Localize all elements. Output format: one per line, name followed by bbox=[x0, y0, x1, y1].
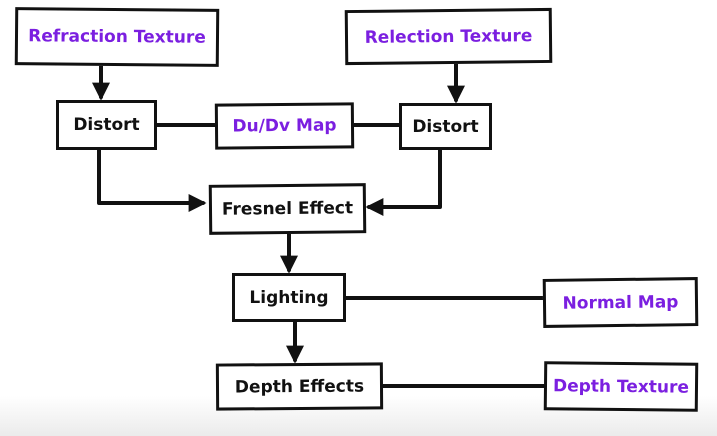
distort-right-box: Distort bbox=[399, 103, 492, 150]
depth-texture-box: Depth Texture bbox=[543, 361, 699, 412]
normal-map-box: Normal Map bbox=[542, 277, 699, 328]
arrow-distort-right-to-fresnel bbox=[365, 148, 442, 216]
reflection-texture-box: Relection Texture bbox=[344, 7, 553, 66]
lighting-box: Lighting bbox=[232, 273, 346, 322]
dudv-map-box: Du/Dv Map bbox=[214, 102, 355, 150]
distort-left-box: Distort bbox=[56, 100, 157, 150]
arrow-distort-left-to-fresnel bbox=[97, 148, 207, 212]
depth-effects-box: Depth Effects bbox=[215, 362, 384, 411]
refraction-texture-box: Refraction Texture bbox=[14, 7, 220, 67]
fresnel-effect-box: Fresnel Effect bbox=[208, 183, 367, 235]
